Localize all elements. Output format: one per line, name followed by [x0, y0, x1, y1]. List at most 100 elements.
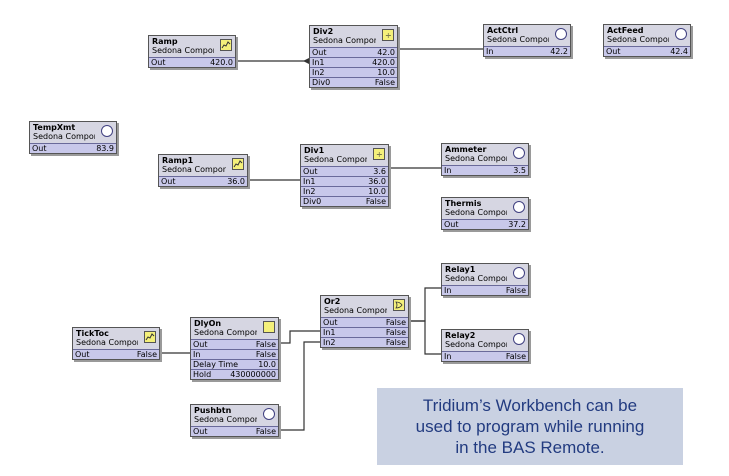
- slot-out[interactable]: Out 37.2: [442, 219, 528, 229]
- slot-label: In2: [303, 187, 316, 196]
- component-name: Div1: [304, 146, 325, 155]
- status-circle-icon: [101, 125, 113, 137]
- slot-label: In: [444, 166, 452, 175]
- slot-value: 420.0: [372, 58, 395, 67]
- slot-label: Div0: [303, 197, 322, 206]
- component-name: TickToc: [76, 329, 109, 338]
- slot-label: Out: [75, 350, 90, 359]
- slot-in[interactable]: In False: [191, 349, 278, 359]
- caption-line-1: Tridium’s Workbench can be: [422, 396, 638, 415]
- slot-value: False: [136, 350, 157, 359]
- ramp-chart-icon: [220, 39, 232, 51]
- slot-value: 83.9: [96, 144, 114, 153]
- component-type: Sedona Component: [487, 35, 549, 44]
- status-circle-icon: [675, 28, 687, 40]
- slot-div0[interactable]: Div0 False: [310, 77, 397, 87]
- slot-label: Out: [32, 144, 47, 153]
- slot-value: 3.5: [513, 166, 526, 175]
- status-circle-icon: [513, 267, 525, 279]
- component-name: Ramp: [152, 37, 178, 46]
- component-ammeter[interactable]: Ammeter Sedona Component In3.5: [441, 143, 529, 176]
- slot-in[interactable]: In 3.5: [442, 165, 528, 175]
- slot-value: 10.0: [377, 68, 395, 77]
- component-type: Sedona Component: [313, 36, 376, 45]
- slot-value: False: [255, 427, 276, 436]
- slot-value: False: [385, 318, 406, 327]
- slot-value: False: [255, 350, 276, 359]
- component-name: Relay2: [445, 331, 476, 340]
- svg-text:÷: ÷: [385, 31, 392, 40]
- slot-out[interactable]: Out False: [73, 349, 159, 359]
- slot-value: 430000000: [230, 370, 276, 379]
- caption-line-2: used to program while running: [415, 417, 645, 436]
- slot-in1[interactable]: In1 420.0: [310, 57, 397, 67]
- slot-value: 42.2: [550, 47, 568, 56]
- slot-value: False: [385, 338, 406, 347]
- slot-value: 42.0: [377, 48, 395, 57]
- slot-value: 3.6: [373, 167, 386, 176]
- slot-label: Out: [303, 167, 318, 176]
- slot-value: 420.0: [210, 58, 233, 67]
- ramp-chart-icon: [144, 331, 156, 343]
- status-circle-icon: [513, 333, 525, 345]
- slot-value: 37.2: [508, 220, 526, 229]
- component-name: Or2: [324, 297, 341, 306]
- math-function-icon: ÷: [382, 29, 394, 41]
- slot-out[interactable]: Out 3.6: [301, 166, 388, 176]
- slot-value: False: [374, 78, 395, 87]
- slot-value: False: [255, 340, 276, 349]
- slot-out[interactable]: Out 83.9: [30, 143, 116, 153]
- slot-label: Out: [193, 427, 208, 436]
- wire-or2-relay2: [407, 320, 441, 355]
- slot-out[interactable]: Out False: [321, 317, 408, 327]
- slot-label: Delay Time: [193, 360, 239, 369]
- slot-value: False: [505, 352, 526, 361]
- slot-in2[interactable]: In2 False: [321, 337, 408, 347]
- slot-out[interactable]: Out False: [191, 426, 278, 436]
- slot-label: Out: [151, 58, 166, 67]
- slot-label: Out: [323, 318, 338, 327]
- component-type: Sedona Component: [194, 328, 257, 337]
- status-circle-icon: [513, 201, 525, 213]
- slot-label: In2: [323, 338, 336, 347]
- ramp-chart-icon: [232, 158, 244, 170]
- slot-label: In: [193, 350, 201, 359]
- component-name: Thermis: [445, 199, 482, 208]
- component-type: Sedona Component: [194, 415, 257, 424]
- slot-label: In: [444, 286, 452, 295]
- wire-pushbtn-or2: [277, 341, 320, 431]
- slot-label: In1: [312, 58, 325, 67]
- slot-label: Out: [444, 220, 459, 229]
- slot-value: 36.0: [227, 177, 245, 186]
- slot-label: Div0: [312, 78, 331, 87]
- slot-out[interactable]: Out 420.0: [149, 57, 235, 67]
